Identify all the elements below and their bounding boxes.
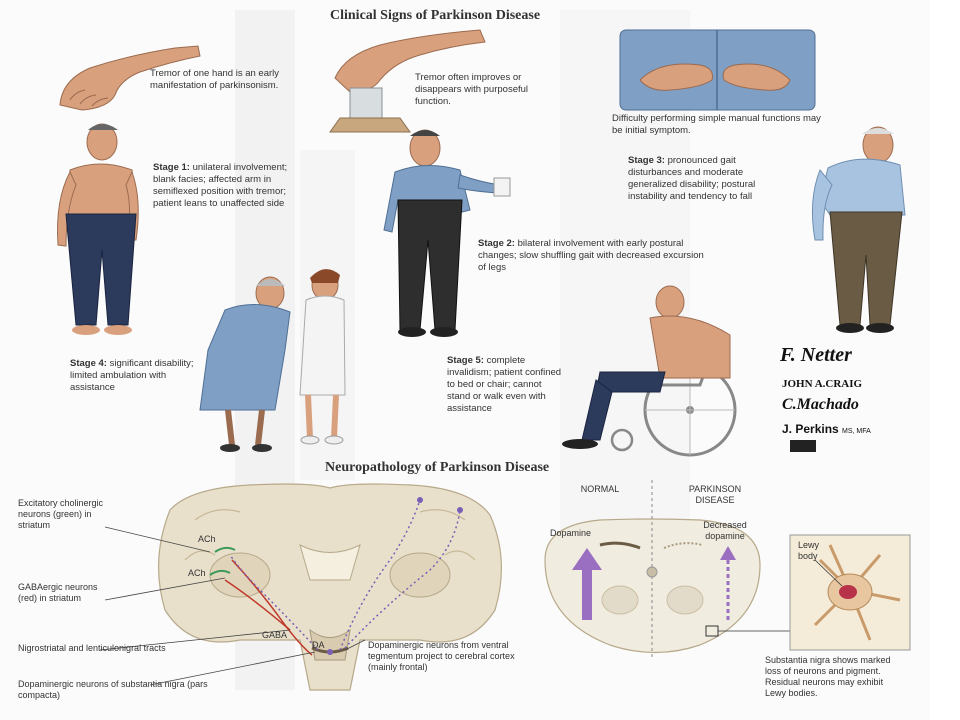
neuropathology-title: Neuropathology of Parkinson Disease (325, 460, 550, 475)
stage5-caption: Stage 5: complete invalidism; patient co… (447, 355, 567, 415)
dopaminergic-vt-label: Dopaminergic neurons from ventral tegmen… (368, 640, 515, 672)
clinical-signs-title: Clinical Signs of Parkinson Disease (330, 8, 541, 23)
stage2-caption: Stage 2: bilateral involvement with earl… (478, 238, 713, 274)
stage3-text: pronounced gait disturbances and moderat… (628, 155, 756, 202)
midbrain-section (544, 480, 790, 660)
stage3-label: Stage 3: (628, 155, 665, 166)
tremor-hand-figure (59, 45, 201, 111)
dopamine-label: Dopamine (550, 528, 592, 538)
hand-with-glass-figure (329, 29, 486, 133)
perkins-suffix: MS, MFA (842, 428, 871, 435)
difficulty-tasks-caption: Difficulty performing simple manual func… (612, 113, 821, 136)
ach-label-lower: ACh (188, 568, 206, 578)
stage1-label: Stage 1: (153, 162, 190, 173)
perkins-signature: J. Perkins MS, MFA (782, 422, 871, 436)
stage1-patient-figure (57, 123, 139, 335)
stage2-label: Stage 2: (478, 238, 515, 249)
normal-label: NORMAL (580, 484, 620, 494)
stage3-patient-figure (811, 126, 906, 333)
netter-signature: F. Netter (780, 344, 852, 366)
stage5-label: Stage 5: (447, 355, 484, 366)
stage1-caption: Stage 1: unilateral involvement; blank f… (153, 162, 298, 210)
brain-coronal-section (99, 483, 502, 691)
tremor-purposeful-caption: Tremor often improves or disappears with… (415, 72, 529, 107)
craig-signature: JOHN A.CRAIG (782, 378, 863, 390)
excitatory-neurons-label: Excitatory cholinergic neurons (green) i… (18, 498, 104, 530)
ach-label-upper: ACh (198, 534, 216, 544)
tremor-one-hand-caption: Tremor of one hand is an early manifesta… (150, 68, 280, 91)
lewy-body-label: Lewy body (798, 540, 820, 561)
stage1-text: unilateral involvement; blank facies; af… (153, 162, 288, 209)
stage4-text: significant disability; limited ambulati… (70, 358, 194, 393)
stage5-patient-figure (562, 285, 737, 457)
signature-mark (790, 440, 816, 452)
stage5-text: complete invalidism; patient confined to… (447, 355, 562, 414)
stage3-caption: Stage 3: pronounced gait disturbances an… (628, 155, 788, 203)
parkinson-disease-label: PARKINSON DISEASE (688, 484, 742, 505)
decreased-dopamine-label: Decreased dopamine (703, 520, 747, 541)
stage2-text: bilateral involvement with early postura… (478, 238, 704, 273)
stage4-patient-figure (199, 276, 291, 452)
stage4-label: Stage 4: (70, 358, 107, 369)
gabaergic-neurons-label: GABAergic neurons (red) in striatum (18, 582, 98, 603)
dopaminergic-sn-label: Dopaminergic neurons of substantia nigra… (18, 679, 208, 700)
stage2-patient-figure (383, 129, 511, 337)
buttoning-hands-figure (619, 29, 816, 111)
stage4-caption: Stage 4: significant disability; limited… (70, 358, 195, 394)
substantia-nigra-caption: Substantia nigra shows marked loss of ne… (765, 655, 891, 698)
perkins-name: J. Perkins (782, 422, 839, 436)
lewy-body-inset (789, 534, 911, 651)
gaba-label: GABA (262, 630, 288, 640)
da-label: DA (312, 640, 325, 650)
machado-signature: C.Machado (782, 396, 859, 413)
right-margin (930, 0, 960, 720)
nurse-figure (299, 269, 346, 445)
nigrostriatal-label: Nigrostriatal and lenticulonigral tracts (18, 643, 166, 653)
